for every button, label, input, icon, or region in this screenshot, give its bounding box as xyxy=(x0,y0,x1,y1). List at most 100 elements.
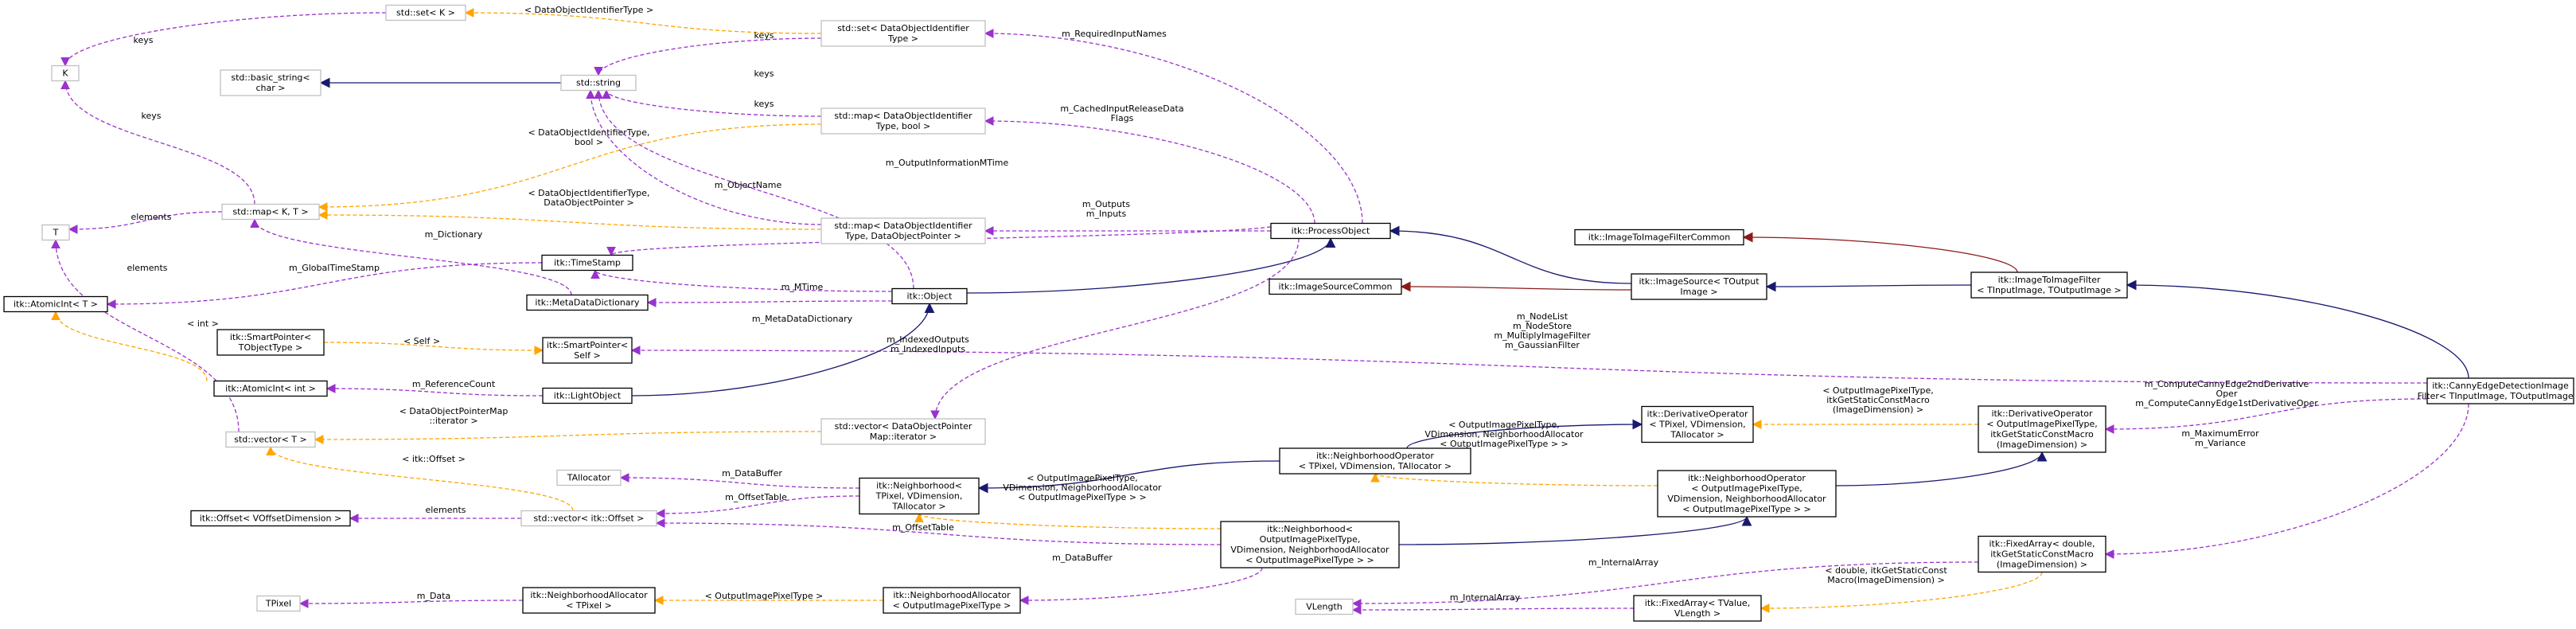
edge-label: < OutputImagePixelType, xyxy=(1027,473,1138,483)
node-i2i-filter[interactable]: itk::ImageToImageFilter< TInputImage, TO… xyxy=(1970,272,2128,299)
node-nballoc-out[interactable]: itk::NeighborhoodAllocator< OutputImageP… xyxy=(883,587,1021,614)
node-label: itk::DerivativeOperator xyxy=(1647,409,1748,420)
node-box[interactable] xyxy=(560,74,637,92)
node-atomic-t[interactable]: itk::AtomicInt< T > xyxy=(3,295,108,313)
node-vlength[interactable]: VLength xyxy=(1295,598,1354,615)
node-light-object[interactable]: itk::LightObject xyxy=(542,387,633,404)
node-offset-v[interactable]: itk::Offset< VOffsetDimension > xyxy=(190,510,351,527)
node-box[interactable] xyxy=(520,510,657,527)
node-box[interactable] xyxy=(256,595,301,612)
node-box[interactable] xyxy=(213,380,328,397)
node-smartptr-obj[interactable]: itk::SmartPointer<TObjectType > xyxy=(216,329,325,356)
node-label: itk::ImageSourceCommon xyxy=(1279,282,1393,292)
node-label: itkGetStaticConstMacro xyxy=(1990,429,2094,440)
node-t[interactable]: T xyxy=(41,224,70,241)
node-box[interactable] xyxy=(2426,377,2574,404)
node-box[interactable] xyxy=(542,337,633,364)
node-nballoc-t[interactable]: itk::NeighborhoodAllocator< TPixel > xyxy=(522,587,656,614)
edge-label: m_DataBuffer xyxy=(722,468,782,479)
node-box[interactable] xyxy=(1270,222,1391,240)
node-box[interactable] xyxy=(820,217,986,244)
edge-label: m_ComputeCannyEdge2ndDerivative xyxy=(2145,379,2309,389)
edge-line xyxy=(631,303,935,397)
node-nbop-t[interactable]: itk::NeighborhoodOperator< TPixel, VDime… xyxy=(1279,447,1471,475)
node-map-bool-top[interactable]: std::map< DataObjectIdentifierType, bool… xyxy=(820,107,986,135)
node-basic-string[interactable]: std::basic_string<char > xyxy=(220,69,322,96)
node-box[interactable] xyxy=(1970,272,2128,299)
node-deriv-op-t[interactable]: itk::DerivativeOperator< TPixel, VDimens… xyxy=(1641,405,1754,443)
edge-line xyxy=(1760,572,2043,613)
node-box[interactable] xyxy=(541,254,633,272)
node-label: itk::CannyEdgeDetectionImage xyxy=(2432,381,2569,391)
node-box[interactable] xyxy=(891,287,968,305)
node-box[interactable] xyxy=(1633,595,1762,622)
node-box[interactable] xyxy=(542,387,633,404)
node-box[interactable] xyxy=(1574,229,1744,246)
node-process-object[interactable]: itk::ProcessObject xyxy=(1270,222,1391,240)
node-box[interactable] xyxy=(41,224,70,241)
node-atomic-int[interactable]: itk::AtomicInt< int > xyxy=(213,380,328,397)
node-tpixel[interactable]: TPixel xyxy=(256,595,301,612)
node-map-kt[interactable]: std::map< K, T > xyxy=(221,203,320,221)
node-box[interactable] xyxy=(1657,470,1837,518)
node-box[interactable] xyxy=(221,203,320,221)
node-box[interactable] xyxy=(556,469,622,486)
node-box[interactable] xyxy=(1220,521,1400,568)
node-vector-t[interactable]: std::vector< T > xyxy=(225,431,316,448)
node-box[interactable] xyxy=(51,64,80,82)
node-box[interactable] xyxy=(1641,405,1754,443)
node-fixed-array-t[interactable]: itk::FixedArray< TValue,VLength > xyxy=(1633,595,1762,622)
node-box[interactable] xyxy=(190,510,351,527)
node-label: std::basic_string< xyxy=(231,72,310,83)
node-nbop-out[interactable]: itk::NeighborhoodOperator< OutputImagePi… xyxy=(1657,470,1837,518)
node-box[interactable] xyxy=(883,587,1021,614)
node-box[interactable] xyxy=(3,295,108,313)
node-box[interactable] xyxy=(1631,273,1767,300)
node-metadata[interactable]: itk::MetaDataDictionary xyxy=(526,294,649,311)
node-k[interactable]: K xyxy=(51,64,80,82)
node-map-ptr[interactable]: std::map< DataObjectIdentifierType, Data… xyxy=(820,217,986,244)
edge-vector-t-t: elements xyxy=(51,239,240,432)
node-img-src-common[interactable]: itk::ImageSourceCommon xyxy=(1269,278,1402,295)
nodes-layer: std::set< K >std::set< DataObjectIdentif… xyxy=(3,4,2576,622)
node-img-source[interactable]: itk::ImageSource< TOutputImage > xyxy=(1631,273,1767,300)
node-string[interactable]: std::string xyxy=(560,74,637,92)
edge-label: m_OutputInformationMTime xyxy=(886,158,1009,168)
node-box[interactable] xyxy=(526,294,649,311)
node-i2i-common[interactable]: itk::ImageToImageFilterCommon xyxy=(1574,229,1744,246)
node-deriv-op-out[interactable]: itk::DerivativeOperator< OutputImagePixe… xyxy=(1978,405,2106,453)
edge-line xyxy=(984,116,1315,224)
node-box[interactable] xyxy=(216,329,325,356)
edge-line xyxy=(250,218,572,295)
node-fixed-array-double[interactable]: itk::FixedArray< double,itkGetStaticCons… xyxy=(1978,535,2106,573)
node-box[interactable] xyxy=(385,4,466,21)
node-timestamp[interactable]: itk::TimeStamp xyxy=(541,254,633,272)
edge-mapptr-mapkt: < DataObjectIdentifierType,DataObjectPoi… xyxy=(318,188,822,230)
node-label: < TInputImage, TOutputImage > xyxy=(1977,285,2121,295)
node-label: itk::ImageToImageFilterCommon xyxy=(1588,232,1730,243)
node-box[interactable] xyxy=(225,431,316,448)
node-box[interactable] xyxy=(859,477,980,515)
node-box[interactable] xyxy=(820,418,986,445)
node-box[interactable] xyxy=(1295,598,1354,615)
node-box[interactable] xyxy=(522,587,656,614)
node-box[interactable] xyxy=(1269,278,1402,295)
node-set-k[interactable]: std::set< K > xyxy=(385,4,466,21)
edge-label: DataObjectPointer > xyxy=(544,197,633,208)
node-set-doit[interactable]: std::set< DataObjectIdentifierType > xyxy=(820,20,986,47)
node-vector-dopmap[interactable]: std::vector< DataObjectPointerMap::itera… xyxy=(820,418,986,445)
node-smartptr-self[interactable]: itk::SmartPointer<Self > xyxy=(542,337,633,364)
node-box[interactable] xyxy=(820,107,986,135)
node-box[interactable] xyxy=(1279,447,1471,475)
node-box[interactable] xyxy=(220,69,322,96)
node-tallocator[interactable]: TAllocator xyxy=(556,469,622,486)
node-box[interactable] xyxy=(820,20,986,47)
node-object[interactable]: itk::Object xyxy=(891,287,968,305)
node-box[interactable] xyxy=(1978,405,2106,453)
node-vector-offset[interactable]: std::vector< itk::Offset > xyxy=(520,510,657,527)
edge-line xyxy=(2104,398,2428,434)
node-neighborhood-out[interactable]: itk::Neighborhood<OutputImagePixelType,V… xyxy=(1220,521,1400,568)
node-box[interactable] xyxy=(1978,535,2106,573)
node-neighborhood-t[interactable]: itk::Neighborhood<TPixel, VDimension,TAl… xyxy=(859,477,980,515)
